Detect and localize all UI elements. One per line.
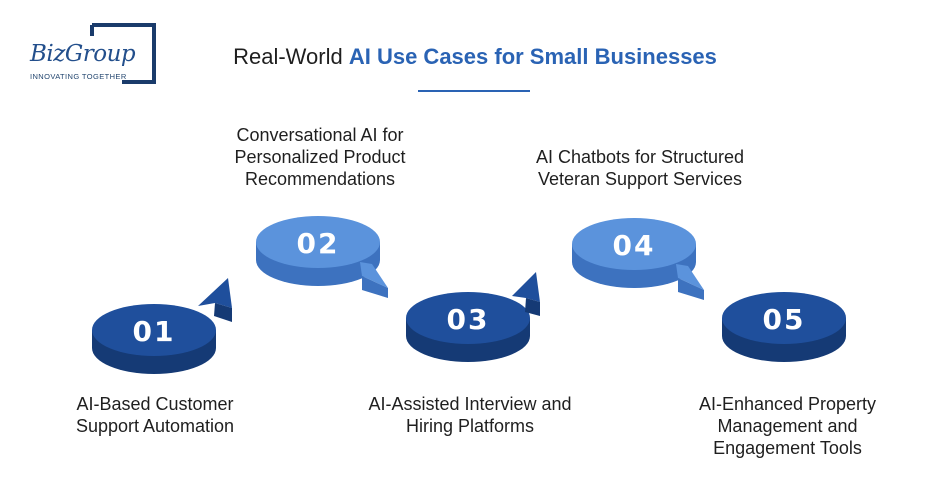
arrow-01-icon <box>198 278 232 308</box>
step-number-02: 02 <box>297 227 340 260</box>
step-disc-05: 05 <box>722 292 846 362</box>
title-underline <box>418 90 530 92</box>
bizgroup-logo: BizGroup INNOVATING TOGETHER <box>22 22 162 84</box>
logo-wordmark: BizGroup <box>30 41 136 67</box>
step-number-03: 03 <box>447 303 490 336</box>
arrow-02-icon <box>360 262 388 288</box>
page-title: Real-World AI Use Cases for Small Busine… <box>0 44 950 70</box>
logo-tagline: INNOVATING TOGETHER <box>30 72 127 81</box>
title-prefix: Real-World <box>233 44 349 69</box>
step-disc-02: 02 <box>256 216 388 298</box>
step-label-04: AI Chatbots for Structured Veteran Suppo… <box>535 147 745 189</box>
step-label-02: Conversational AI for Personalized Produ… <box>234 125 406 189</box>
logo-frame-icon <box>90 23 156 84</box>
step-disc-01: 01 <box>92 278 232 374</box>
arrow-04-icon <box>676 264 704 290</box>
step-label-03: AI-Assisted Interview and Hiring Platfor… <box>368 394 572 436</box>
title-highlight: AI Use Cases for Small Businesses <box>348 44 717 69</box>
arrow-03-icon <box>512 272 540 302</box>
step-label-01: AI-Based Customer Support Automation <box>75 394 235 436</box>
step-label-05: AI-Enhanced Property Management and Enga… <box>698 394 877 458</box>
step-disc-03: 03 <box>406 272 540 362</box>
step-number-01: 01 <box>133 315 176 348</box>
step-number-04: 04 <box>613 229 656 262</box>
step-disc-04: 04 <box>572 218 704 300</box>
step-number-05: 05 <box>763 303 806 336</box>
